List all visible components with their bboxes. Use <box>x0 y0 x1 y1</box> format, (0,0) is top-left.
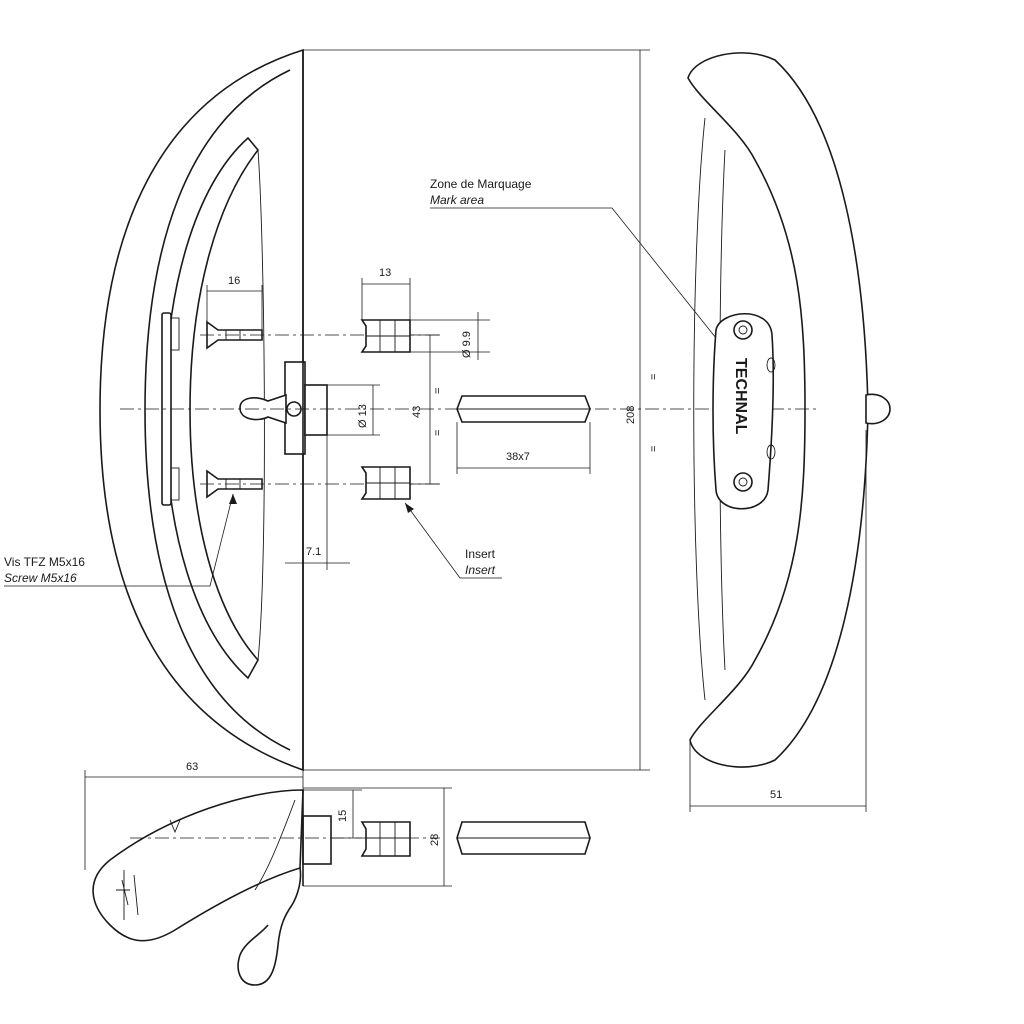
dim-text-dia-9-9: Ø 9.9 <box>461 331 473 358</box>
grip-recess <box>164 136 260 680</box>
equal-sign: = <box>432 430 444 436</box>
dim-insert-dia: Ø 9.9 <box>410 312 490 360</box>
callout-insert: Insert Insert <box>404 502 502 579</box>
dim-text-63: 63 <box>186 761 198 773</box>
dim-text-38x7: 38x7 <box>506 451 530 463</box>
label-insert-en: Insert <box>465 563 496 577</box>
brand-logo-text: TECHNAL <box>732 358 749 435</box>
equal-sign: = <box>432 388 444 394</box>
insert-top <box>360 319 411 353</box>
handle-inner-contour <box>144 69 291 751</box>
equal-sign: = <box>648 446 660 452</box>
dim-spindle-dia: Ø 13 <box>327 384 380 436</box>
dim-text-28: 28 <box>429 834 441 846</box>
dim-text-dia-13: Ø 13 <box>357 404 369 428</box>
dim-small-height: 15 <box>303 789 362 839</box>
dim-text-13: 13 <box>379 267 391 279</box>
dim-text-51: 51 <box>770 789 782 801</box>
spindle-top-view <box>456 821 591 855</box>
label-mark-area: Mark area <box>430 193 484 207</box>
dim-screw-length: 16 <box>206 275 263 330</box>
side-view: TECHNAL <box>687 52 891 768</box>
brand-plate: TECHNAL <box>712 313 776 510</box>
dim-offset: 7.1 <box>285 435 350 570</box>
dim-text-7-1: 7.1 <box>306 546 321 558</box>
square-spindle <box>456 395 591 423</box>
label-vis-tfz: Vis TFZ M5x16 <box>4 555 85 569</box>
callout-screw: Vis TFZ M5x16 Screw M5x16 <box>4 493 237 587</box>
dim-width: 51 <box>689 430 867 812</box>
insert-top-view <box>360 821 411 857</box>
dim-spindle: 38x7 <box>456 422 591 474</box>
dim-rose-height: 28 <box>303 787 452 887</box>
dim-hole-spacing: 43 = = <box>410 334 444 485</box>
callout-mark-area: Zone de Marquage Mark area <box>430 177 733 359</box>
insert-bottom <box>360 466 411 500</box>
dim-height: 208 = = <box>303 49 660 771</box>
dim-text-15: 15 <box>337 810 349 822</box>
top-view-handle <box>92 789 304 942</box>
dim-insert-width: 13 <box>361 267 411 320</box>
dim-depth: 63 <box>84 761 304 870</box>
side-handle-outer <box>687 52 869 768</box>
front-view <box>99 48 328 772</box>
label-zone-de-marquage: Zone de Marquage <box>430 177 532 191</box>
dim-text-16: 16 <box>228 275 240 287</box>
spindle-boss <box>239 361 328 455</box>
dim-text-43: 43 <box>411 406 423 418</box>
top-view <box>92 789 440 986</box>
label-screw: Screw M5x16 <box>4 571 77 585</box>
equal-sign: = <box>648 374 660 380</box>
label-insert-fr: Insert <box>465 547 496 561</box>
dim-text-208: 208 <box>625 406 637 424</box>
handle-outer-profile <box>99 48 304 772</box>
